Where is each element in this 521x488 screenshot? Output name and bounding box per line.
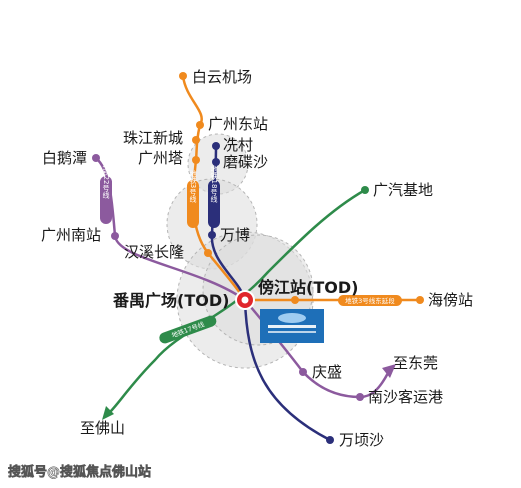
label-canton-tower: 广州塔: [138, 149, 183, 167]
project-logo: [260, 309, 324, 343]
label-zhujiang-newtown: 珠江新城: [123, 129, 183, 147]
label-hanxi-changlong: 汉溪长隆: [124, 243, 184, 261]
label-to-dongguan: 至东莞: [393, 354, 438, 372]
label-haibang-station: 海傍站: [428, 291, 473, 309]
line-22-tag: 地铁22号线: [102, 161, 110, 199]
line-3-east-tag: 地铁3号线东延段: [345, 296, 395, 305]
dot-wanqingsha: [326, 436, 334, 444]
dot-canton-tower: [192, 156, 200, 164]
dot-gac-base: [361, 186, 369, 194]
dot-xiancun: [212, 142, 220, 150]
line-tags: 地铁3号线 地铁18号线 地铁22号线 地铁3号线东延段 地铁17号线: [100, 161, 402, 344]
dot-hanxi-changlong: [204, 249, 212, 257]
dot-zhujiang-newtown: [192, 136, 200, 144]
label-wanbo: 万博: [220, 226, 250, 244]
label-nansha-port: 南沙客运港: [368, 388, 443, 406]
arrow-to-foshan-icon: [102, 406, 114, 420]
label-baietan: 白鹅潭: [42, 149, 87, 167]
dot-haibang: [416, 296, 424, 304]
dot-wanbo: [208, 231, 216, 239]
label-modiesha: 磨碟沙: [223, 153, 268, 171]
label-to-foshan: 至佛山: [80, 419, 125, 437]
label-bangjiang-station: 傍江站(TOD): [258, 278, 358, 297]
dot-guangzhou-south: [111, 232, 119, 240]
label-guangzhou-east: 广州东站: [208, 115, 268, 133]
dot-guangzhou-east: [196, 121, 204, 129]
dot-bangjiang: [291, 296, 299, 304]
dot-baietan: [92, 154, 100, 162]
line-17-track: [107, 188, 366, 415]
watermark: 搜狐号@搜狐焦点佛山站: [8, 464, 151, 480]
panyu-hub-icon: [235, 290, 255, 310]
label-xiancun: 冼村: [223, 136, 253, 154]
arrow-to-dongguan-icon: [382, 364, 396, 378]
line-3-tag: 地铁3号线: [189, 169, 197, 202]
label-baiyun-airport: 白云机场: [192, 68, 252, 86]
label-guangzhou-south: 广州南站: [41, 226, 101, 244]
label-qingsheng: 庆盛: [312, 363, 342, 381]
line-18-tag: 地铁18号线: [210, 165, 218, 203]
label-gac-base: 广汽基地: [373, 181, 433, 199]
label-panyu-square: 番禺广场(TOD): [112, 291, 229, 310]
dot-modiesha: [212, 158, 220, 166]
dot-nansha-port: [356, 393, 364, 401]
dot-baiyun-airport: [179, 72, 187, 80]
label-wanqingsha: 万顷沙: [339, 431, 384, 449]
station-labels: 白云机场 广州东站 珠江新城 广州塔 冼村 磨碟沙 白鹅潭 广州南站 汉溪长隆 …: [41, 68, 473, 449]
dot-qingsheng: [299, 368, 307, 376]
station-dots: [92, 72, 424, 444]
